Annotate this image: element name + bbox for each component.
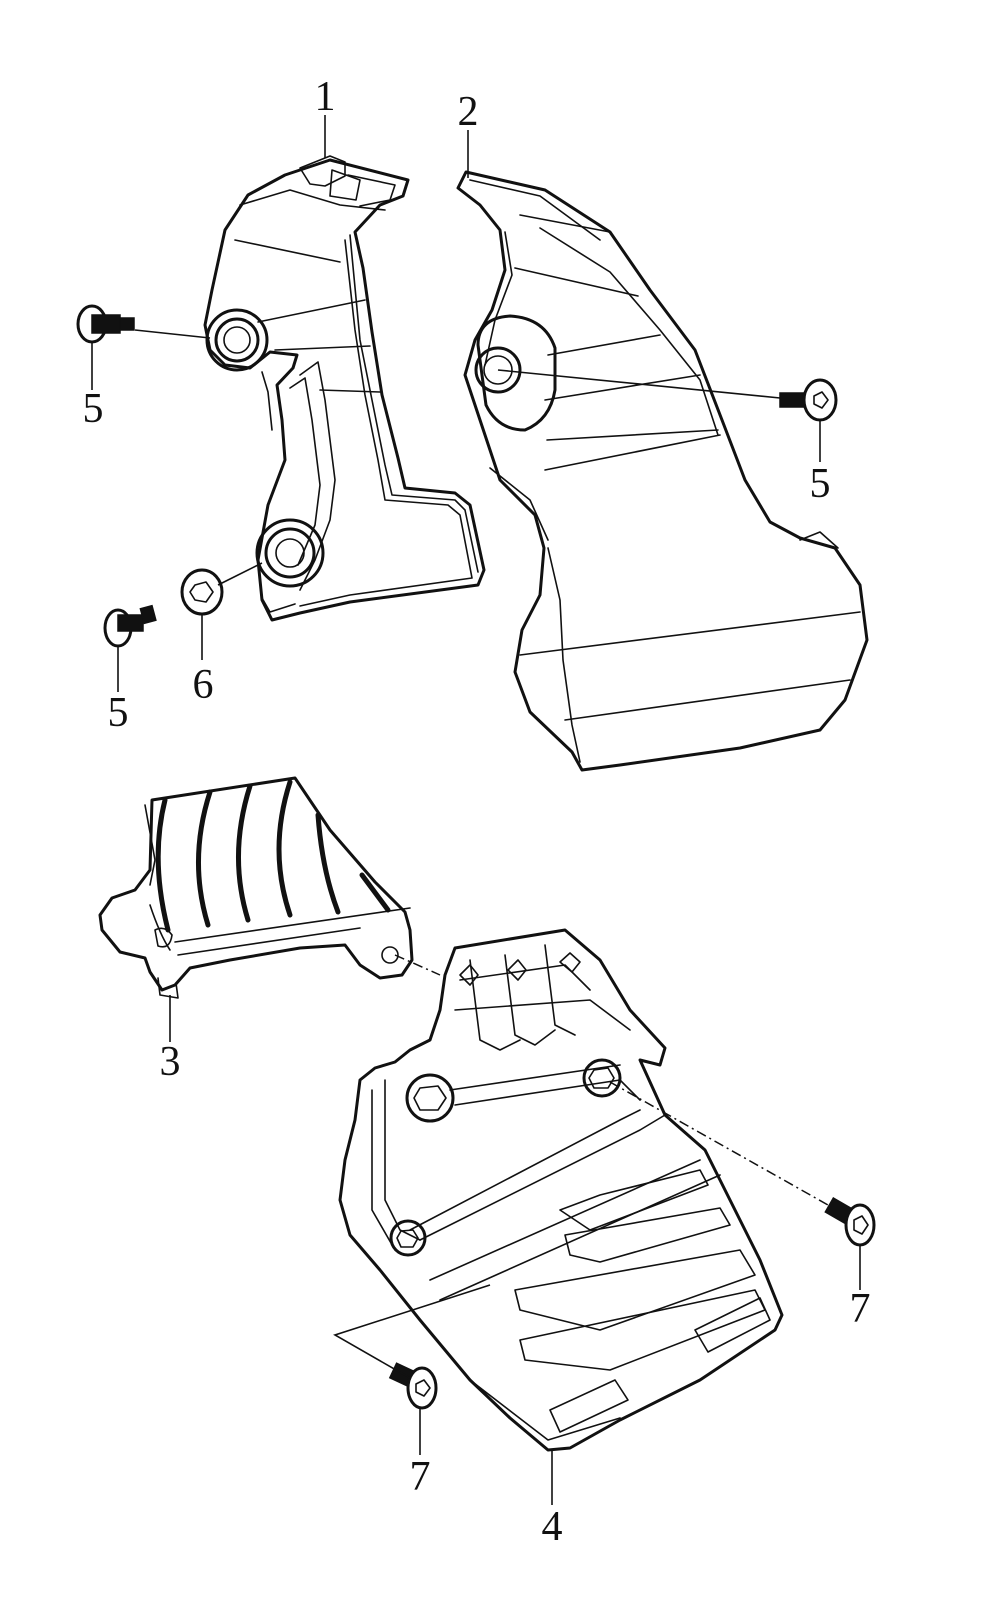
washer-6 [180, 568, 224, 616]
leader-lines [91, 115, 861, 1505]
callout-6: 6 [193, 662, 214, 708]
callout-2: 2 [458, 89, 479, 135]
part-4-footrest-plate [338, 928, 784, 1452]
part-2-outer-cover [456, 170, 869, 772]
bolt-5-upper-left [76, 304, 135, 344]
callout-5-lower-left: 5 [108, 690, 129, 736]
bolt-5-lower-left [103, 604, 157, 648]
part-3-grille [98, 776, 414, 999]
bolt-7-right [824, 1197, 876, 1247]
callout-7-right: 7 [850, 1286, 871, 1332]
callout-3: 3 [160, 1039, 181, 1085]
callout-5-upper-left: 5 [83, 386, 104, 432]
callout-labels: 1 2 5 5 5 6 3 7 7 4 [83, 74, 871, 1550]
part-1-inner-cover [203, 155, 486, 622]
callout-5-right: 5 [810, 461, 831, 507]
callout-1: 1 [315, 74, 336, 120]
bolt-5-right [779, 378, 838, 422]
callout-7-bottom: 7 [410, 1454, 431, 1500]
callout-4: 4 [542, 1504, 563, 1550]
